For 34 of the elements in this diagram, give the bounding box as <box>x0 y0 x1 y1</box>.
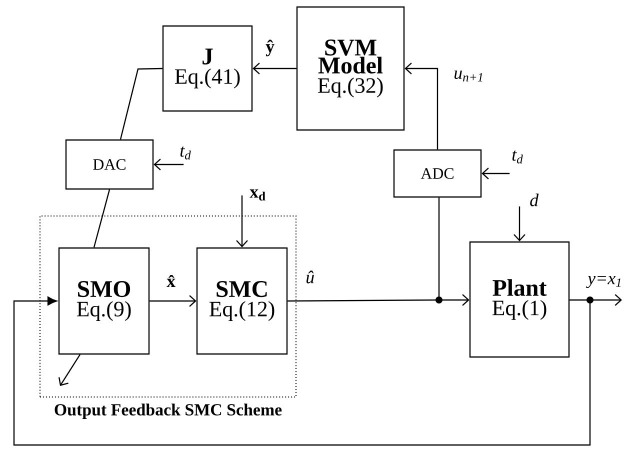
edge-label: x$_{d}$ <box>248 188 268 202</box>
arrow <box>13 296 591 446</box>
edge-label: ŷ <box>264 38 276 58</box>
junction-dot <box>436 296 442 304</box>
arrow <box>154 158 184 170</box>
arrow <box>590 294 622 306</box>
group-heading: Output Feedback SMC Scheme <box>54 404 282 419</box>
junction-dot <box>586 296 594 304</box>
edge-label: x̂ <box>166 274 177 288</box>
arrow <box>439 294 470 306</box>
arrow <box>482 168 510 180</box>
block-box: SMO Eq.(9) <box>58 247 150 355</box>
connector-line <box>93 189 110 248</box>
edge-label: û <box>304 270 316 284</box>
block-box: DAC <box>65 139 154 190</box>
edge-label: t$_{d}$ <box>510 150 524 164</box>
arrow <box>58 354 81 386</box>
edge-label: d <box>528 192 540 208</box>
arrow <box>150 295 196 307</box>
arrow <box>252 62 296 74</box>
edge-label: u$_{n+1}$ <box>452 70 486 82</box>
edge-label: t$_{d}$ <box>178 146 192 160</box>
connector-line <box>120 68 162 140</box>
block-box: ADC <box>393 149 482 198</box>
block-box: SVM Model Eq.(32) <box>296 6 405 131</box>
block-box: SMC Eq.(12) <box>196 247 288 355</box>
arrow <box>236 195 248 248</box>
arrow <box>404 62 438 150</box>
block-box: Plant Eq.(1) <box>469 241 570 358</box>
connector-line <box>438 198 440 300</box>
connector-line <box>570 299 590 301</box>
edge-label: y=x$_{1}$ <box>586 274 624 290</box>
arrow <box>514 206 526 242</box>
block-box: J Eq.(41) <box>162 25 253 112</box>
